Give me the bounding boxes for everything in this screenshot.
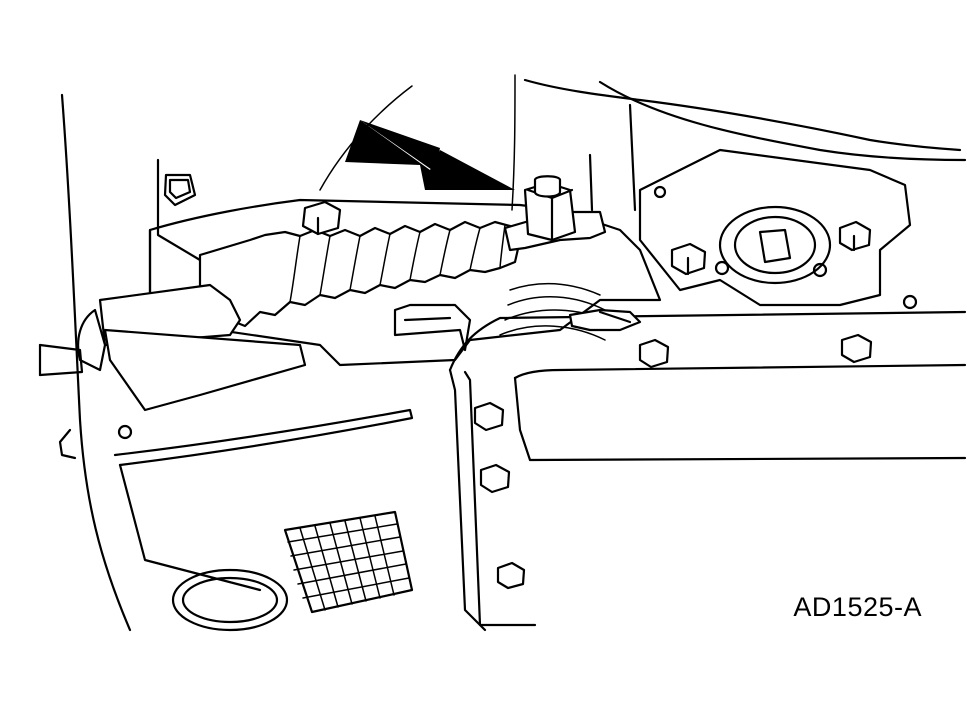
mid-bracket: [393, 303, 472, 352]
left-bracket: [156, 158, 202, 262]
shift-cable-bellows: [198, 220, 522, 332]
oil-pan: [448, 308, 967, 632]
arrow-pointer-icon: [345, 120, 515, 190]
cable-sleeve: [38, 283, 307, 412]
transmission-case-outline: [60, 74, 967, 632]
filter-screen-grid: [283, 510, 414, 614]
housing-bolts: [301, 200, 872, 276]
drain-plug: [171, 568, 289, 632]
figure-code: AD1525-A: [793, 592, 922, 622]
cable-end-bracket: [503, 175, 607, 252]
lower-housing: [58, 408, 414, 592]
manual-lever-sensor: [638, 148, 918, 310]
pan-bolts: [473, 333, 873, 590]
